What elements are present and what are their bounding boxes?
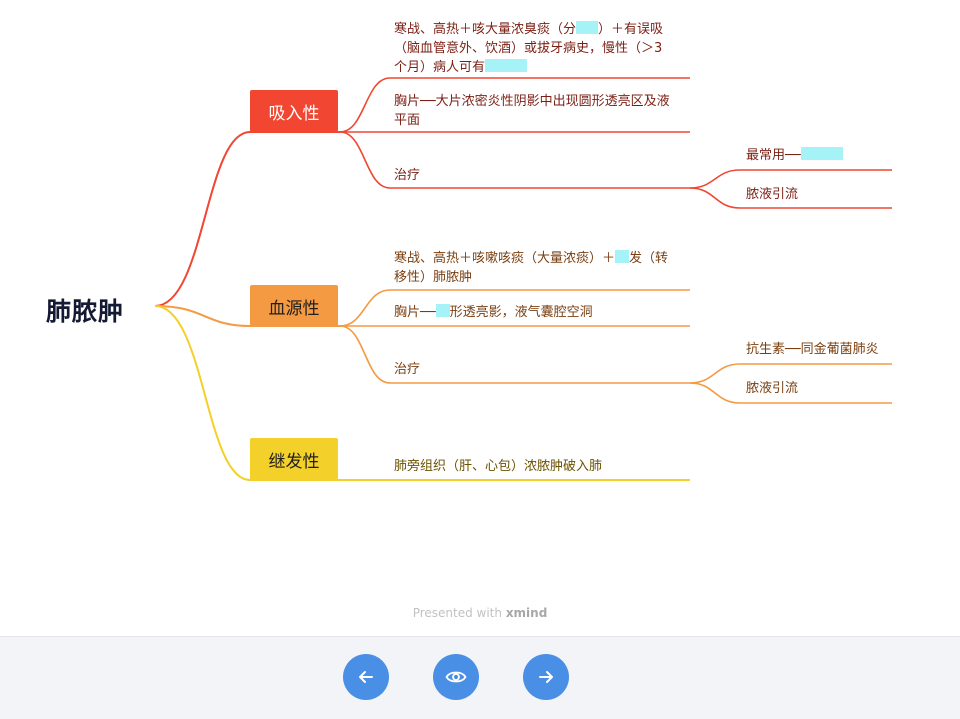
previous-button[interactable] <box>343 654 389 700</box>
connector-b2-leaf3 <box>339 325 690 384</box>
branch-topic-inhalation[interactable]: 吸入性 <box>250 90 338 132</box>
connector-b1-leaf1 <box>339 77 690 133</box>
presented-with-text: Presented with <box>412 606 502 620</box>
b1-leaf-symptoms[interactable]: 寒战、高热＋咳大量浓臭痰（分 ）＋有误吸 （脑血管意外、饮酒）或拔牙病史，慢性（＞… <box>394 20 694 77</box>
b1-leaf-symptoms-line1b: ）＋有误吸 <box>598 22 664 37</box>
b2-leaf-xray[interactable]: 胸片── 形透亮影，液气囊腔空洞 <box>394 303 694 322</box>
b1-leaf-symptoms-line2: （脑血管意外、饮酒）或拔牙病史，慢性（＞3 <box>394 41 663 56</box>
branch-topic-hematogenous[interactable]: 血源性 <box>250 285 338 327</box>
connector-b2-leaf1 <box>339 289 690 327</box>
connector-b2-treat-child2 <box>689 382 892 404</box>
connector-b1-treat-child1 <box>689 169 892 189</box>
b1-leaf-treatment[interactable]: 治疗 <box>394 168 421 183</box>
b1-leaf-symptoms-line3: 个月）病人可有 <box>394 60 486 75</box>
b1-treatment-common-label: 最常用── <box>746 148 801 163</box>
view-mode-button[interactable] <box>433 654 479 700</box>
answer-blank <box>485 59 528 72</box>
b2-leaf-symptoms-line1b: 发（转 <box>629 251 669 266</box>
b2-leaf-symptoms-line2: 移性）肺脓肿 <box>394 270 473 285</box>
eye-icon <box>445 671 467 683</box>
b3-leaf-spread[interactable]: 肺旁组织（肝、心包）浓脓肿破入肺 <box>394 459 603 474</box>
mindmap-canvas: 肺脓肿 吸入性 寒战、高热＋咳大量浓臭痰（分 ）＋有误吸 （脑血管意外、饮酒）或拔… <box>0 20 960 620</box>
presented-with-xmind: Presented with xmind <box>0 606 960 620</box>
answer-blank <box>435 304 450 317</box>
b2-leaf-xray-line1b: 形透亮影，液气囊腔空洞 <box>449 305 593 320</box>
answer-blank <box>800 147 843 160</box>
b2-leaf-xray-line1a: 胸片── <box>394 305 436 320</box>
arrow-left-icon <box>359 671 373 683</box>
b1-leaf-xray-line2: 平面 <box>394 113 421 128</box>
answer-blank <box>615 250 630 263</box>
b1-treatment-common[interactable]: 最常用── <box>746 146 843 165</box>
b2-treatment-drainage[interactable]: 脓液引流 <box>746 381 799 396</box>
b2-leaf-symptoms[interactable]: 寒战、高热＋咳嗽咳痰（大量浓痰）＋ 发（转 移性）肺脓肿 <box>394 249 694 287</box>
presentation-toolbar <box>0 636 960 719</box>
connector-root-branch1 <box>154 131 251 307</box>
b1-treatment-drainage[interactable]: 脓液引流 <box>746 187 799 202</box>
root-topic: 肺脓肿 <box>46 297 125 326</box>
b1-leaf-xray-line1: 胸片──大片浓密炎性阴影中出现圆形透亮区及液 <box>394 94 670 109</box>
mindmap-connectors <box>154 77 892 481</box>
arrow-right-icon <box>539 671 553 683</box>
b2-treatment-antibiotics[interactable]: 抗生素──同金葡菌肺炎 <box>746 342 879 357</box>
connector-b2-treat-child1 <box>689 363 892 384</box>
b2-leaf-treatment[interactable]: 治疗 <box>394 362 421 377</box>
xmind-brand: xmind <box>505 606 548 620</box>
next-button[interactable] <box>523 654 569 700</box>
branch-topic-secondary[interactable]: 继发性 <box>250 438 338 480</box>
connector-b1-leaf3 <box>339 131 690 189</box>
b1-leaf-symptoms-line1a: 寒战、高热＋咳大量浓臭痰（分 <box>394 22 577 37</box>
answer-blank <box>576 21 599 34</box>
b2-leaf-symptoms-line1a: 寒战、高热＋咳嗽咳痰（大量浓痰）＋ <box>394 251 616 266</box>
connector-root-branch2 <box>154 305 251 327</box>
connector-b1-treat-child2 <box>689 187 892 209</box>
connector-root-branch3 <box>154 305 251 481</box>
b1-leaf-xray[interactable]: 胸片──大片浓密炎性阴影中出现圆形透亮区及液 平面 <box>394 92 694 130</box>
